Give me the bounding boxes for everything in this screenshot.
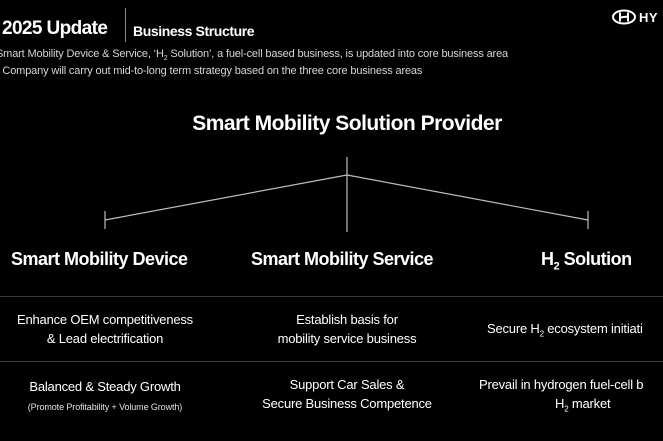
cell-h2-goal: Prevail in hydrogen fuel-cell b H2 marke… [479, 377, 644, 414]
page-subtitle: Business Structure [133, 23, 255, 39]
brand-logo-icon [612, 9, 636, 25]
description-line-1: Smart Mobility Device & Service, ‘H2 Sol… [0, 48, 509, 63]
connector-left-line [104, 174, 348, 221]
cell-h2-strategy: Secure H2 ecosystem initiati [487, 321, 643, 339]
cell-device-goal: Balanced & Steady Growth(Promote Profita… [27, 379, 183, 412]
cell-device-strategy: Enhance OEM competitiveness& Lead electr… [17, 312, 193, 346]
provider-heading: Smart Mobility Solution Provider [192, 112, 502, 135]
column-title-device: Smart Mobility Device [11, 249, 188, 269]
row-divider [0, 361, 663, 362]
brand-logo: HY [612, 9, 663, 27]
connector-right-line [346, 174, 589, 221]
column-title-h2: H2 Solution [541, 249, 632, 273]
description-line-2: r Company will carry out mid-to-long ter… [0, 65, 423, 77]
brand-name: HY [639, 10, 659, 25]
cell-service-goal: Support Car Sales &Secure Business Compe… [262, 377, 432, 411]
column-title-service: Smart Mobility Service [251, 249, 434, 269]
row-divider [0, 296, 663, 297]
page-title: 2025 Update [2, 18, 108, 39]
header-separator [125, 8, 126, 42]
